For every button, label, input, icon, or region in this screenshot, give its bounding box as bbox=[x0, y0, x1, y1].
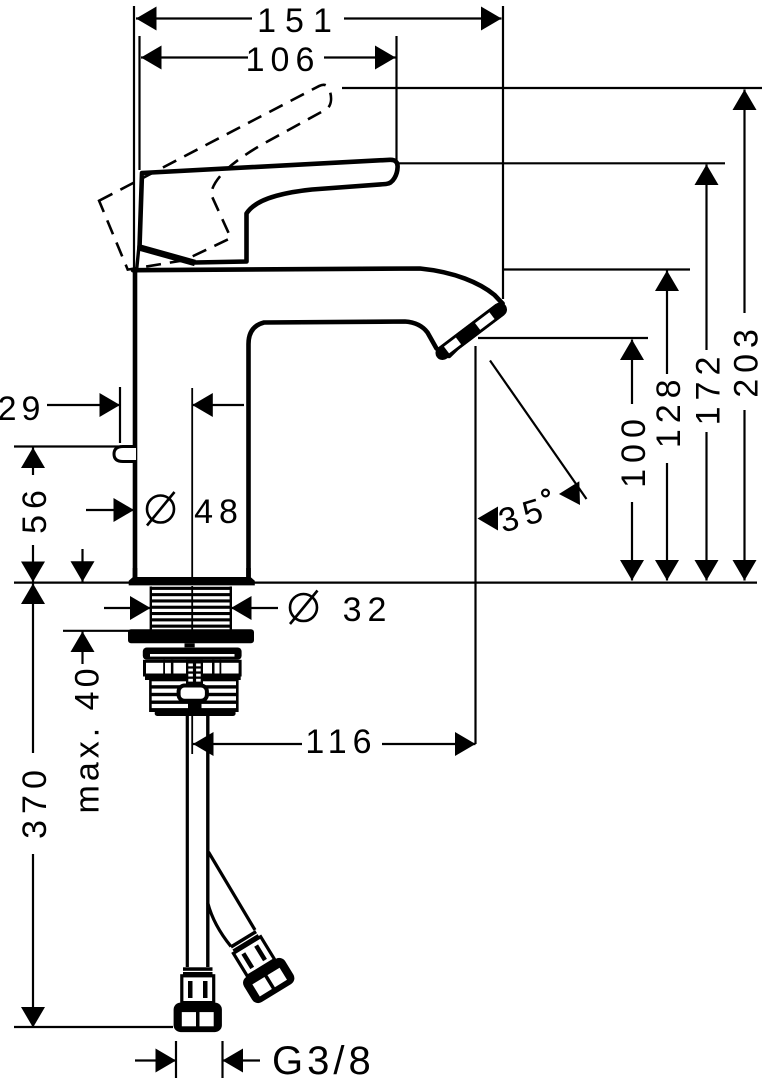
svg-text:max. 40: max. 40 bbox=[69, 665, 107, 814]
svg-text:48: 48 bbox=[194, 493, 244, 531]
svg-text:32: 32 bbox=[343, 591, 393, 629]
svg-text:370: 370 bbox=[16, 764, 54, 839]
svg-text:203: 203 bbox=[728, 323, 763, 398]
svg-text:G3/8: G3/8 bbox=[272, 1039, 375, 1080]
svg-text:100: 100 bbox=[615, 413, 653, 488]
svg-text:106: 106 bbox=[246, 41, 321, 79]
svg-text:151: 151 bbox=[257, 2, 341, 40]
svg-text:116: 116 bbox=[305, 723, 377, 761]
svg-text:35: 35 bbox=[494, 490, 553, 541]
svg-text:128: 128 bbox=[650, 373, 688, 448]
svg-text:56: 56 bbox=[16, 484, 54, 534]
svg-text:172: 172 bbox=[690, 351, 728, 426]
svg-text:29: 29 bbox=[0, 390, 45, 428]
